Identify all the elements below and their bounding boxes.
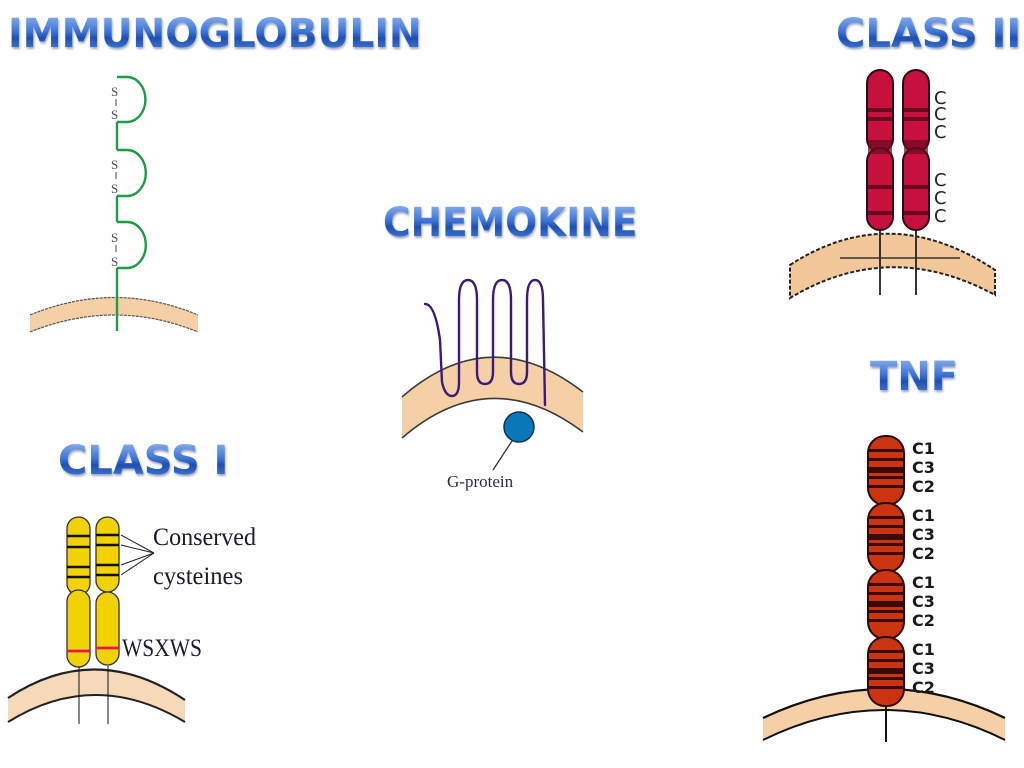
tnf-domain-band bbox=[869, 449, 903, 452]
tnf-domain-band bbox=[869, 583, 903, 586]
tnf-domain-band bbox=[869, 543, 903, 546]
tnf-domain-label: C3 bbox=[912, 458, 935, 477]
immunoglobulin-chain bbox=[115, 75, 147, 331]
tnf-membrane bbox=[763, 689, 1005, 740]
cysteine-mark: C bbox=[934, 88, 947, 109]
tnf-domain-label: C1 bbox=[912, 640, 935, 659]
tnf-domain-band bbox=[869, 485, 903, 488]
tnf-domain-band bbox=[869, 525, 903, 528]
tnf-domain-band bbox=[869, 650, 903, 653]
cysteine-mark: C bbox=[934, 104, 947, 125]
cysteine-mark: C bbox=[934, 206, 947, 227]
tnf-domain-band bbox=[869, 534, 903, 540]
sulfur-label: S bbox=[111, 157, 118, 172]
tnf-domain-band bbox=[869, 552, 903, 555]
tnf-domain-stack bbox=[867, 435, 905, 707]
tnf-domain-band bbox=[869, 601, 903, 607]
sulfur-label: S bbox=[111, 181, 118, 196]
g-protein-label: G-protein bbox=[447, 472, 514, 491]
chemokine-diagram: G-protein bbox=[401, 278, 584, 491]
sulfur-label: S bbox=[111, 230, 118, 245]
sulfur-label: S bbox=[111, 107, 118, 122]
g-protein-icon bbox=[503, 411, 535, 443]
tnf-domain-label: C2 bbox=[912, 611, 935, 630]
tnf-domain-band bbox=[869, 677, 903, 680]
chemokine-receptor-chain bbox=[423, 278, 547, 407]
tnf-domain-label: C3 bbox=[912, 592, 935, 611]
cysteines-label: cysteines bbox=[153, 563, 243, 590]
tnf-domain-label: C3 bbox=[912, 525, 935, 544]
tnf-domain-band bbox=[869, 659, 903, 662]
class-i-chain-right bbox=[95, 516, 120, 666]
tnf-domain-band bbox=[869, 458, 903, 461]
tnf-domain-label: C3 bbox=[912, 659, 935, 678]
chemokine-membrane bbox=[402, 357, 583, 438]
chemokine-title: CHEMOKINE bbox=[383, 200, 638, 246]
tnf-domain-band bbox=[869, 668, 903, 674]
tnf-domain-label: C1 bbox=[912, 506, 935, 525]
sulfur-label: S bbox=[111, 254, 118, 269]
tnf-domain-band bbox=[869, 686, 903, 689]
tnf-domain-band bbox=[869, 610, 903, 613]
wsxws-label: WSXWS bbox=[122, 635, 202, 662]
immunoglobulin-title: IMMUNOGLOBULIN bbox=[8, 11, 422, 57]
conserved-cysteines-pointers bbox=[120, 534, 155, 576]
class-ii-membrane bbox=[789, 232, 996, 300]
class-ii-cysteine-marks: C C C C C C bbox=[934, 88, 947, 227]
class-ii-chain-right bbox=[902, 69, 930, 231]
tnf-domain-band bbox=[869, 476, 903, 479]
tnf-domain-label: C2 bbox=[912, 544, 935, 563]
cysteine-mark: C bbox=[934, 122, 947, 143]
tnf-domain-label: C2 bbox=[912, 678, 935, 697]
tnf-title: TNF bbox=[870, 354, 959, 400]
tnf-domain-band bbox=[869, 592, 903, 595]
class-i-title: CLASS I bbox=[58, 438, 229, 484]
tnf-domain-band bbox=[869, 619, 903, 622]
tnf-domain-label: C1 bbox=[912, 439, 935, 458]
class-i-membrane bbox=[8, 669, 185, 722]
immunoglobulin-diagram: S S S S S S bbox=[29, 75, 199, 333]
tnf-domain-band bbox=[869, 467, 903, 473]
class-ii-diagram: C C C C C C bbox=[789, 69, 996, 300]
tnf-domain-label: C1 bbox=[912, 573, 935, 592]
cysteine-mark: C bbox=[934, 188, 947, 209]
class-ii-title: CLASS II bbox=[836, 11, 1022, 57]
conserved-label: Conserved bbox=[153, 524, 256, 551]
tnf-domain-band bbox=[869, 516, 903, 519]
cysteine-mark: C bbox=[934, 170, 947, 191]
class-i-chain-left bbox=[66, 516, 91, 668]
class-ii-chain-left bbox=[866, 69, 894, 231]
class-i-diagram: Conserved cysteines WSXWS bbox=[7, 516, 256, 724]
tnf-domain-label: C2 bbox=[912, 477, 935, 496]
disulfide-bond-labels: S S S S S S bbox=[111, 84, 118, 269]
sulfur-label: S bbox=[111, 84, 118, 99]
